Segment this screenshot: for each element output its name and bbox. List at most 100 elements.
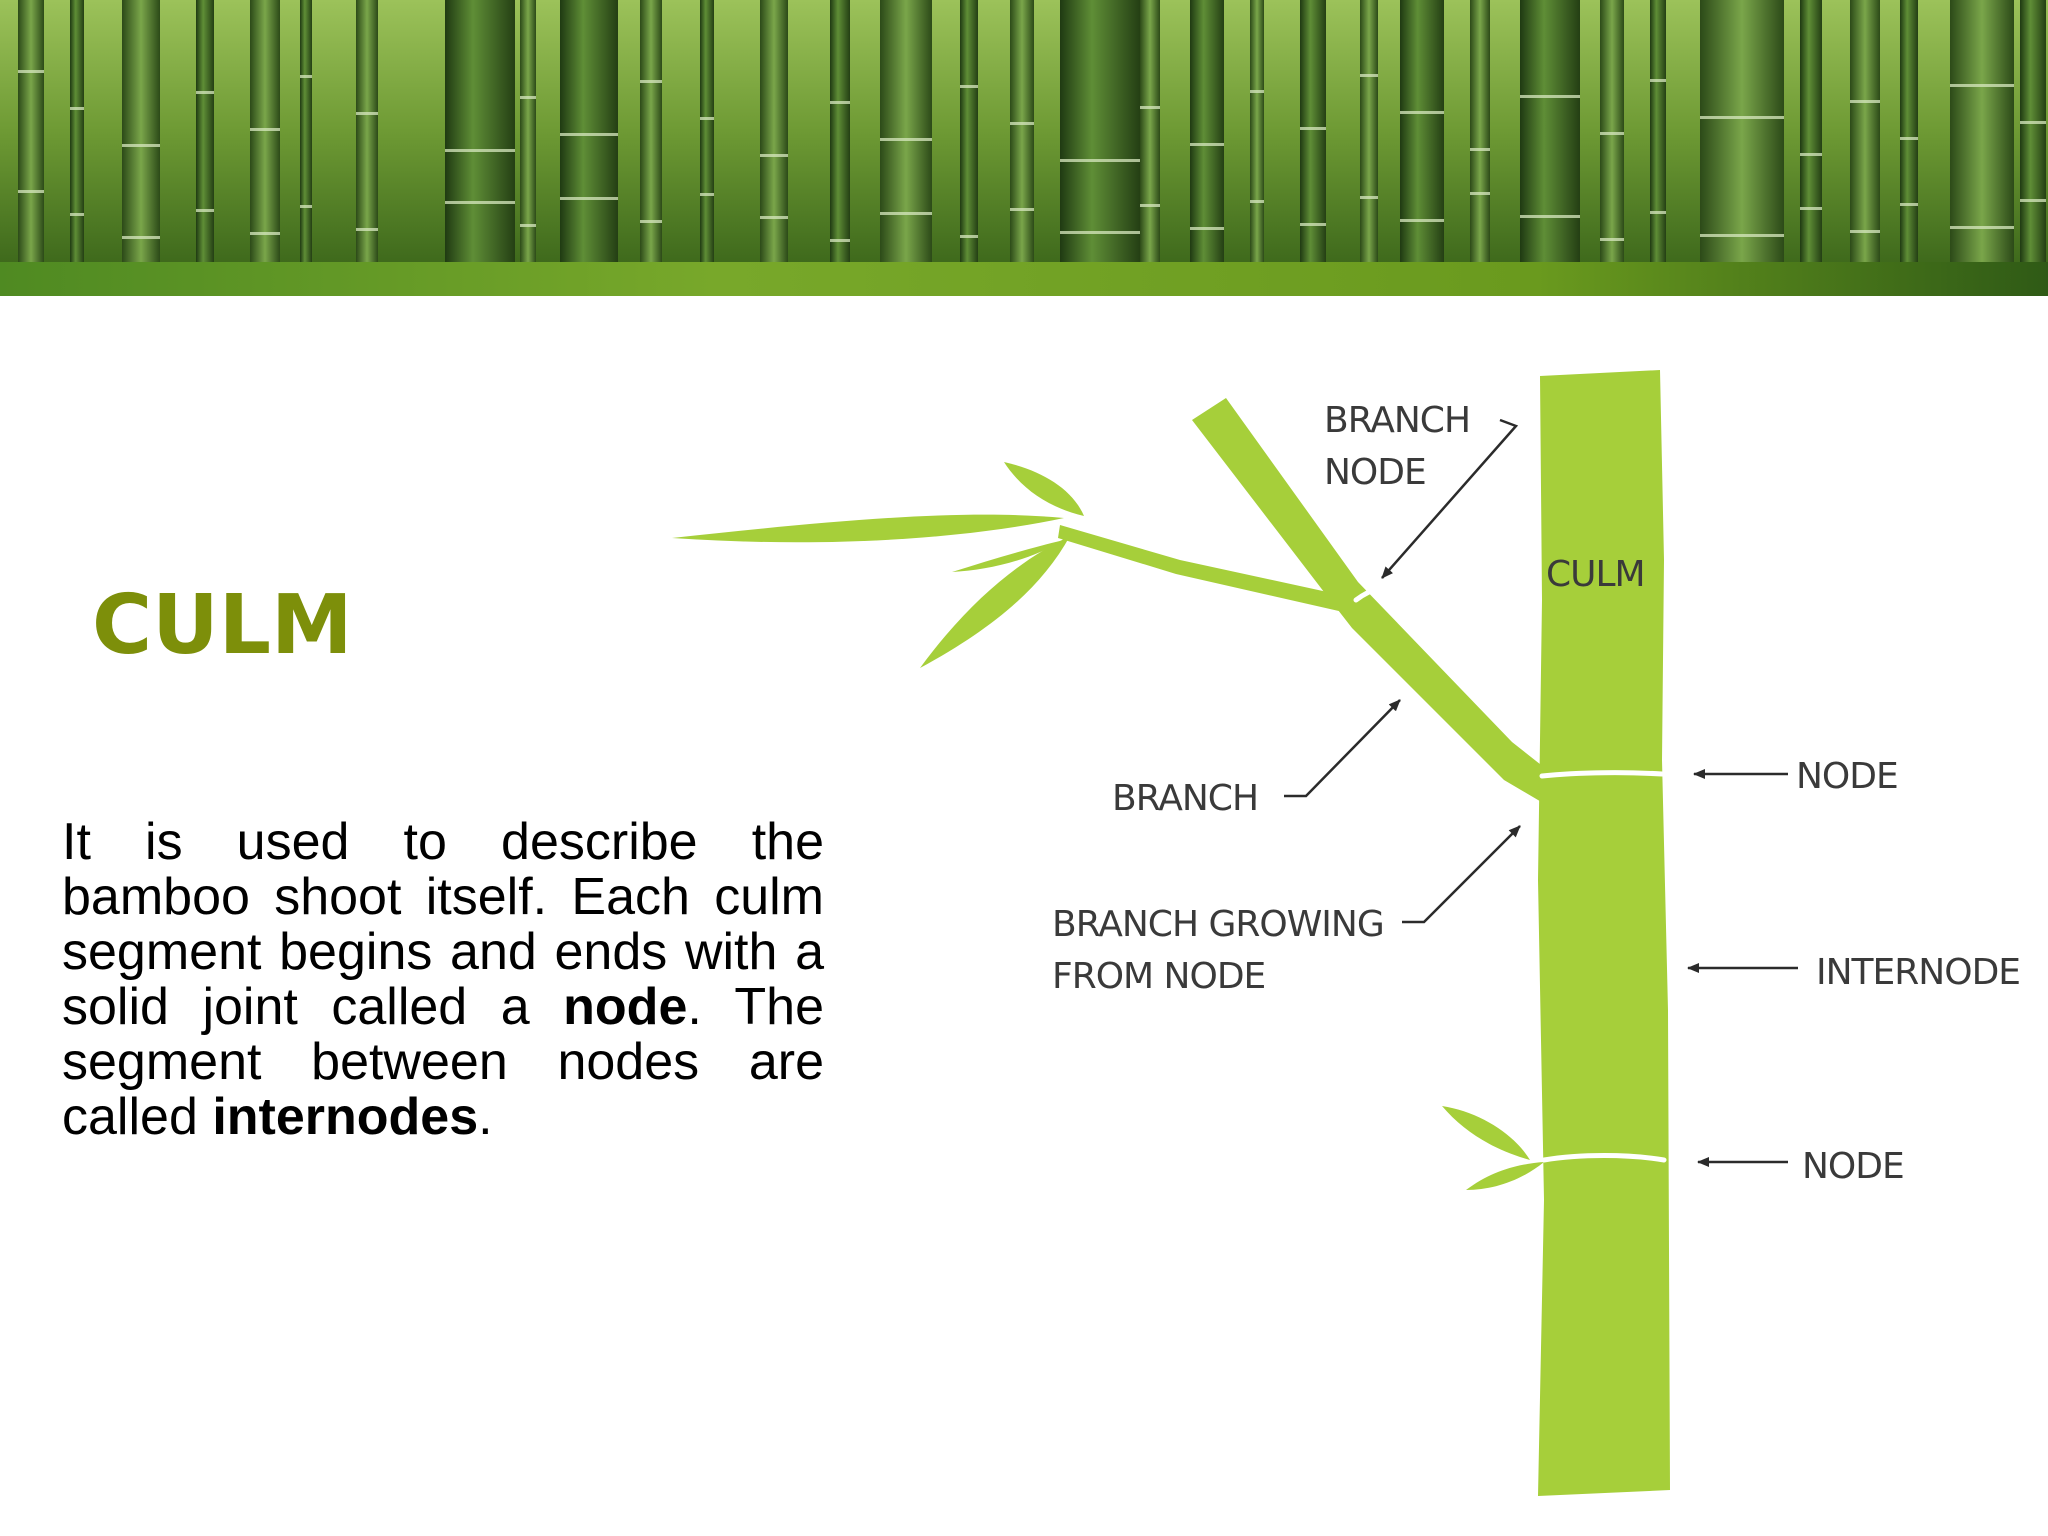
bamboo-stalk [830, 0, 850, 262]
bamboo-stalk-node [1520, 95, 1580, 98]
bamboo-stalk-node [1470, 148, 1490, 151]
bamboo-stalk [1300, 0, 1326, 262]
bamboo-stalk-node [1650, 211, 1666, 214]
bamboo-stalk [1140, 0, 1160, 262]
bamboo-stalk-node [880, 138, 932, 141]
bamboo-stalk [520, 0, 536, 262]
arrow-branch [1284, 699, 1401, 798]
bamboo-stalk [1600, 0, 1624, 262]
bamboo-stalk [880, 0, 932, 262]
bamboo-stalk [1470, 0, 1490, 262]
bamboo-stalk-node [520, 96, 536, 99]
label-node-upper: NODE [1796, 756, 1898, 797]
bamboo-stalk-node [1360, 74, 1378, 77]
term-node: node [563, 978, 688, 1036]
bamboo-stalk-node [356, 112, 378, 115]
bamboo-stalk [300, 0, 312, 262]
body-text-part: . The segment between nodes are called [62, 978, 824, 1146]
leaf [1466, 1162, 1544, 1190]
bamboo-stalk-node [2020, 121, 2046, 124]
leaf [920, 536, 1070, 668]
bamboo-stalk [356, 0, 378, 262]
label-branch-node-line2: NODE [1324, 452, 1426, 493]
bamboo-stalk-node [1600, 238, 1624, 241]
bamboo-stalk-node [196, 91, 214, 94]
bamboo-stalk-node [196, 209, 214, 212]
bamboo-stalk-node [122, 144, 160, 147]
bamboo-stalk-node [1400, 219, 1444, 222]
label-branch-node-line1: BRANCH [1324, 400, 1470, 441]
bamboo-stalk-node [520, 224, 536, 227]
bamboo-stalk-node [1140, 204, 1160, 207]
bamboo-stalk-node [1700, 116, 1784, 119]
bamboo-stalk-node [1360, 196, 1378, 199]
bamboo-illustration [672, 370, 1670, 1496]
label-branch-growing-line2: FROM NODE [1052, 956, 1265, 997]
bamboo-stalk-node [2020, 199, 2046, 202]
bamboo-stalk-node [250, 232, 280, 235]
bamboo-stalk-node [640, 80, 662, 83]
bamboo-stalk [1360, 0, 1378, 262]
bamboo-stalk-node [1010, 122, 1034, 125]
bamboo-stalk-node [1060, 231, 1140, 234]
bamboo-stalk-node [560, 197, 618, 200]
bamboo-stalk-node [445, 149, 515, 152]
bamboo-stalk [122, 0, 160, 262]
bamboo-stalk-node [1520, 215, 1580, 218]
bamboo-stalk-node [70, 107, 84, 110]
bamboo-stalk [640, 0, 662, 262]
bamboo-stalk [1700, 0, 1784, 262]
label-branch: BRANCH [1112, 778, 1258, 819]
slide-body-text: It is used to describe the bamboo shoot … [62, 815, 824, 1145]
bamboo-stalk-node [1300, 127, 1326, 130]
bamboo-stalk [2020, 0, 2046, 262]
bamboo-stalk-node [300, 75, 312, 78]
bamboo-stalk-node [560, 133, 618, 136]
bamboo-stalk-node [18, 70, 44, 73]
bamboo-stalk-node [1010, 208, 1034, 211]
bamboo-stalk-node [960, 235, 978, 238]
bamboo-stalk-node [1850, 100, 1880, 103]
bamboo-stalk [1850, 0, 1880, 262]
bamboo-stalk-node [122, 236, 160, 239]
bamboo-stalk-node [250, 128, 280, 131]
bamboo-anatomy-diagram: BRANCH NODE CULM BRANCH BRANCH GROWING F… [672, 370, 2021, 1496]
label-node-lower: NODE [1802, 1146, 1904, 1187]
bamboo-stalk-node [830, 101, 850, 104]
bamboo-stalk-node [1060, 159, 1140, 162]
bamboo-forest-banner [0, 0, 2048, 296]
bamboo-stalk-node [880, 212, 932, 215]
bamboo-stalk-node [356, 228, 378, 231]
bamboo-stalk [1520, 0, 1580, 262]
bamboo-stalk [1400, 0, 1444, 262]
label-branch-growing-line1: BRANCH GROWING [1052, 904, 1384, 945]
bamboo-stalk-node [830, 239, 850, 242]
bamboo-stalk-node [1900, 203, 1918, 206]
bamboo-stalk-node [18, 190, 44, 193]
bamboo-stalk-node [1470, 192, 1490, 195]
bamboo-stalk-node [1140, 106, 1160, 109]
bamboo-stalk [1950, 0, 2014, 262]
bamboo-stalk [18, 0, 44, 262]
bamboo-stalk [960, 0, 978, 262]
body-text-part: . [478, 1088, 493, 1146]
bamboo-stalk [700, 0, 714, 262]
bamboo-stalk [1010, 0, 1034, 262]
bamboo-stalk [196, 0, 214, 262]
bamboo-stalk [1190, 0, 1224, 262]
bamboo-stalk-node [300, 205, 312, 208]
bamboo-stalk-node [760, 216, 788, 219]
bamboo-stalk-node [1400, 111, 1444, 114]
bamboo-stalk-node [1700, 234, 1784, 237]
bamboo-stalk [1060, 0, 1140, 262]
bamboo-stalk-node [1600, 132, 1624, 135]
leaf [952, 540, 1064, 572]
bamboo-stalk-node [700, 193, 714, 196]
bamboo-stalk-node [70, 213, 84, 216]
arrow-branch-growing [1402, 825, 1521, 924]
leaf [1004, 462, 1084, 516]
bamboo-stalk-node [1850, 230, 1880, 233]
bamboo-stalk [1800, 0, 1822, 262]
bamboo-stalk [70, 0, 84, 262]
bamboo-stalk-node [960, 85, 978, 88]
